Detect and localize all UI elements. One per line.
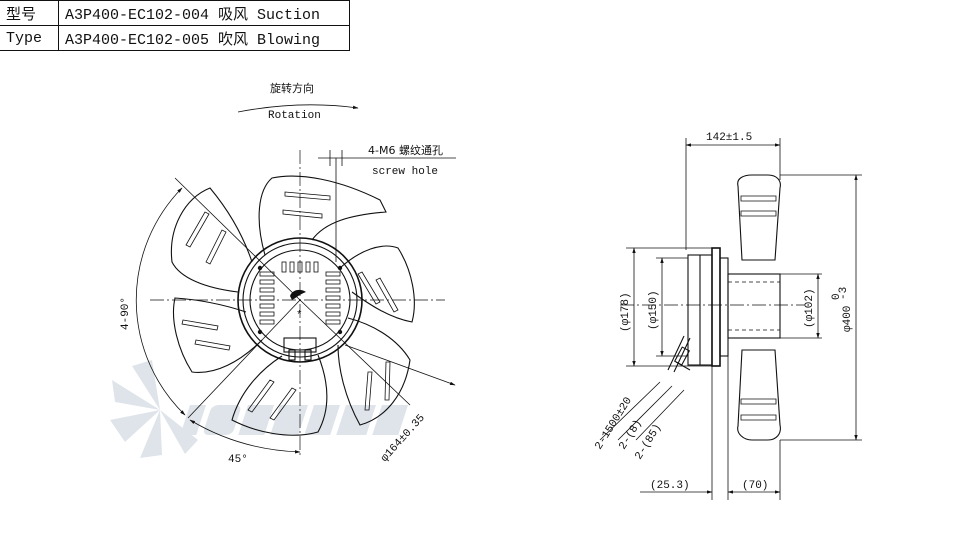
- angle-45-label: 45°: [228, 454, 248, 466]
- dim-178-label: (φ178): [620, 292, 632, 332]
- motor-hub: *: [237, 237, 363, 363]
- spec-row-type: Type A3P400-EC102-005 吹风 Blowing: [0, 25, 350, 51]
- screw-hole-label-en: screw hole: [372, 166, 438, 178]
- rotation-label-cn: 旋转方向: [270, 81, 314, 95]
- svg-text:*: *: [296, 310, 303, 322]
- spec-key: 型号: [0, 0, 59, 26]
- spec-table: 型号 A3P400-EC102-004 吸风 Suction Type A3P4…: [0, 0, 350, 51]
- dim-142-label: 142±1.5: [706, 132, 752, 144]
- screw-hole-label-cn: 4-M6 螺纹通孔: [368, 143, 443, 157]
- spec-value: A3P400-EC102-004 吸风 Suction: [58, 0, 350, 26]
- dim-400-tol-upper: 0: [831, 293, 843, 300]
- dim-102-label: (φ102): [804, 288, 816, 328]
- spec-row-model: 型号 A3P400-EC102-004 吸风 Suction: [0, 0, 350, 26]
- dim-25-3-label: (25.3): [650, 480, 690, 492]
- dim-400-tol-lower: -3: [838, 287, 850, 300]
- rotation-label-en: Rotation: [268, 110, 321, 122]
- dim-400-label: φ400: [842, 306, 854, 332]
- dim-150-label: (φ150): [648, 290, 660, 330]
- side-view: 142±1.5 (φ178) (φ150) (φ102) φ400 0 -3: [593, 132, 862, 500]
- fan-blades: [170, 175, 415, 436]
- angle-4x90-label: 4-90°: [120, 297, 132, 330]
- dim-70-label: (70): [742, 480, 768, 492]
- spec-value: A3P400-EC102-005 吹风 Blowing: [58, 25, 350, 51]
